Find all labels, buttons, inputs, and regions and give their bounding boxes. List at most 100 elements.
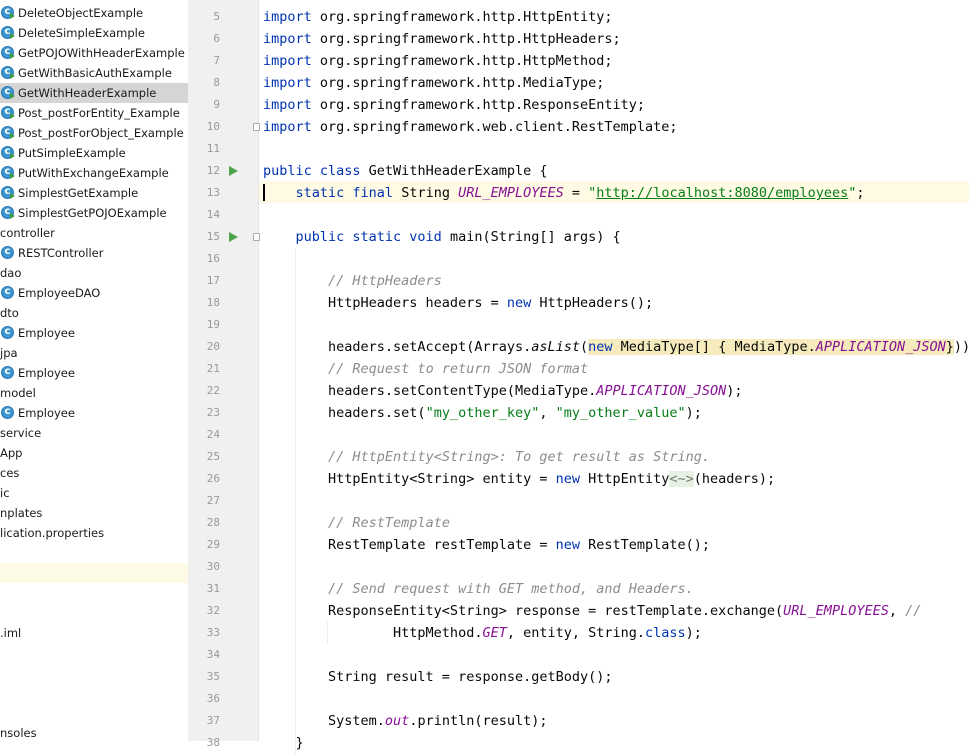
code-token: import [263,9,312,25]
line-number: 12 [206,164,220,177]
code-token: APPLICATION_JSON [596,383,727,399]
code-token: // Send request with GET method, and Hea… [328,581,694,597]
line-number: 28 [206,516,220,529]
tree-item-label: App [0,446,23,460]
line-number: 7 [213,54,220,67]
code-line[interactable]: static final String URL_EMPLOYEES = "htt… [263,182,865,204]
code-line[interactable]: System.out.println(result); [263,710,547,732]
tree-item[interactable]: GetPOJOWithHeaderExample [0,42,188,63]
code-line[interactable]: // Request to return JSON format [263,358,588,380]
code-token: // Request to return JSON format [328,361,589,377]
code-line[interactable]: HttpHeaders headers = new HttpHeaders(); [263,292,653,314]
tree-item[interactable]: EmployeeDAO [0,282,188,303]
code-line[interactable]: ResponseEntity<String> response = restTe… [263,600,921,622]
tree-item[interactable]: ces [0,463,188,483]
code-line[interactable]: HttpMethod.GET, entity, String.class); [263,622,702,644]
code-line[interactable]: // HttpEntity<String>: To get result as … [263,446,710,468]
tree-item[interactable]: Post_postForObject_Example [0,122,188,143]
code-line[interactable]: String result = response.getBody(); [263,666,612,688]
tree-item[interactable]: Post_postForEntity_Example [0,102,188,123]
tree-item[interactable]: .iml [0,623,188,643]
code-line[interactable]: headers.setContentType(MediaType.APPLICA… [263,380,743,402]
tree-item[interactable]: dao [0,263,188,283]
code-token: import [263,75,312,91]
tree-item[interactable]: DeleteObjectExample [0,2,188,23]
tree-item-label: jpa [0,346,18,360]
runnable-marker-icon [10,13,15,19]
java-class-icon [1,42,15,62]
code-line[interactable]: import org.springframework.web.client.Re… [263,116,678,138]
tree-item-label: SimplestGetExample [18,186,139,200]
code-line[interactable]: HttpEntity<String> entity = new HttpEnti… [263,468,775,490]
line-number: 18 [206,296,220,309]
code-line[interactable]: import org.springframework.http.HttpHead… [263,28,621,50]
tree-item[interactable]: nplates [0,503,188,523]
code-token: import [263,31,312,47]
java-class-icon [1,282,14,302]
code-line[interactable]: public static void main(String[] args) { [263,226,621,248]
code-token: http://localhost:8080/employees [596,185,849,201]
editor-gutter [198,0,258,741]
tree-item-label: GetWithHeaderExample [18,86,157,100]
code-line[interactable]: import org.springframework.http.HttpMeth… [263,50,613,72]
line-number: 6 [213,32,220,45]
code-line[interactable]: } [263,732,304,754]
run-gutter-icon[interactable] [229,232,238,242]
tree-item[interactable]: SimplestGetExample [0,182,188,203]
code-token: // HttpEntity<String>: To get result as … [328,449,711,465]
code-token [263,229,296,245]
fold-marker-icon[interactable] [253,233,260,241]
code-line[interactable]: headers.set("my_other_key", "my_other_va… [263,402,702,424]
tree-item[interactable]: service [0,423,188,443]
tree-item-label: DeleteSimpleExample [18,26,145,40]
code-token: ; [856,185,865,201]
line-number: 21 [206,362,220,375]
project-tree-scrollbar[interactable] [188,0,198,741]
tree-item[interactable]: RESTController [0,242,188,263]
tree-row-empty [0,543,188,563]
java-class-icon [1,402,14,422]
tree-item[interactable]: PutSimpleExample [0,142,188,163]
tree-item-label: ic [0,486,10,500]
tree-item[interactable]: Employee [0,362,188,383]
tree-item-label: Employee [18,406,75,420]
code-line[interactable]: import org.springframework.http.MediaTyp… [263,72,604,94]
code-token: )); [953,339,969,355]
tree-item[interactable]: Employee [0,322,188,343]
tree-item[interactable]: ic [0,483,188,503]
code-line[interactable]: // Send request with GET method, and Hea… [263,578,694,600]
tree-item[interactable]: lication.properties [0,523,188,543]
code-token: org.springframework.http.HttpEntity; [311,9,613,25]
tree-item[interactable]: App [0,443,188,463]
run-gutter-icon[interactable] [229,166,238,176]
fold-marker-icon[interactable] [253,123,260,131]
code-line[interactable]: // HttpHeaders [263,270,442,292]
tree-row-empty[interactable] [0,563,188,583]
line-number: 38 [206,736,220,749]
tree-item[interactable]: nsoles [0,723,188,741]
tree-item[interactable]: model [0,383,188,403]
runnable-marker-icon [10,133,15,139]
runnable-marker-icon [10,33,15,39]
tree-item[interactable]: GetWithHeaderExample [0,82,188,103]
code-token: org.springframework.web.client.RestTempl… [311,119,678,135]
tree-item[interactable]: jpa [0,343,188,363]
code-token: ); [726,383,743,399]
tree-item[interactable]: dto [0,303,188,323]
code-line[interactable]: public class GetWithHeaderExample { [263,160,547,182]
code-token: headers.setAccept(Arrays. [263,339,532,355]
code-line[interactable]: // RestTemplate [263,512,450,534]
line-number: 36 [206,692,220,705]
code-line[interactable]: headers.setAccept(Arrays.asList(new Medi… [263,336,969,358]
tree-item[interactable]: GetWithBasicAuthExample [0,62,188,83]
tree-item-label: .iml [0,626,22,640]
code-line[interactable]: import org.springframework.http.Response… [263,94,645,116]
tree-item[interactable]: Employee [0,402,188,423]
line-number: 24 [206,428,220,441]
code-line[interactable]: RestTemplate restTemplate = new RestTemp… [263,534,710,556]
tree-item[interactable]: DeleteSimpleExample [0,22,188,43]
tree-item[interactable]: SimplestGetPOJOExample [0,202,188,223]
tree-item[interactable]: controller [0,223,188,243]
code-line[interactable]: import org.springframework.http.HttpEnti… [263,6,613,28]
tree-item[interactable]: PutWithExchangeExample [0,162,188,183]
